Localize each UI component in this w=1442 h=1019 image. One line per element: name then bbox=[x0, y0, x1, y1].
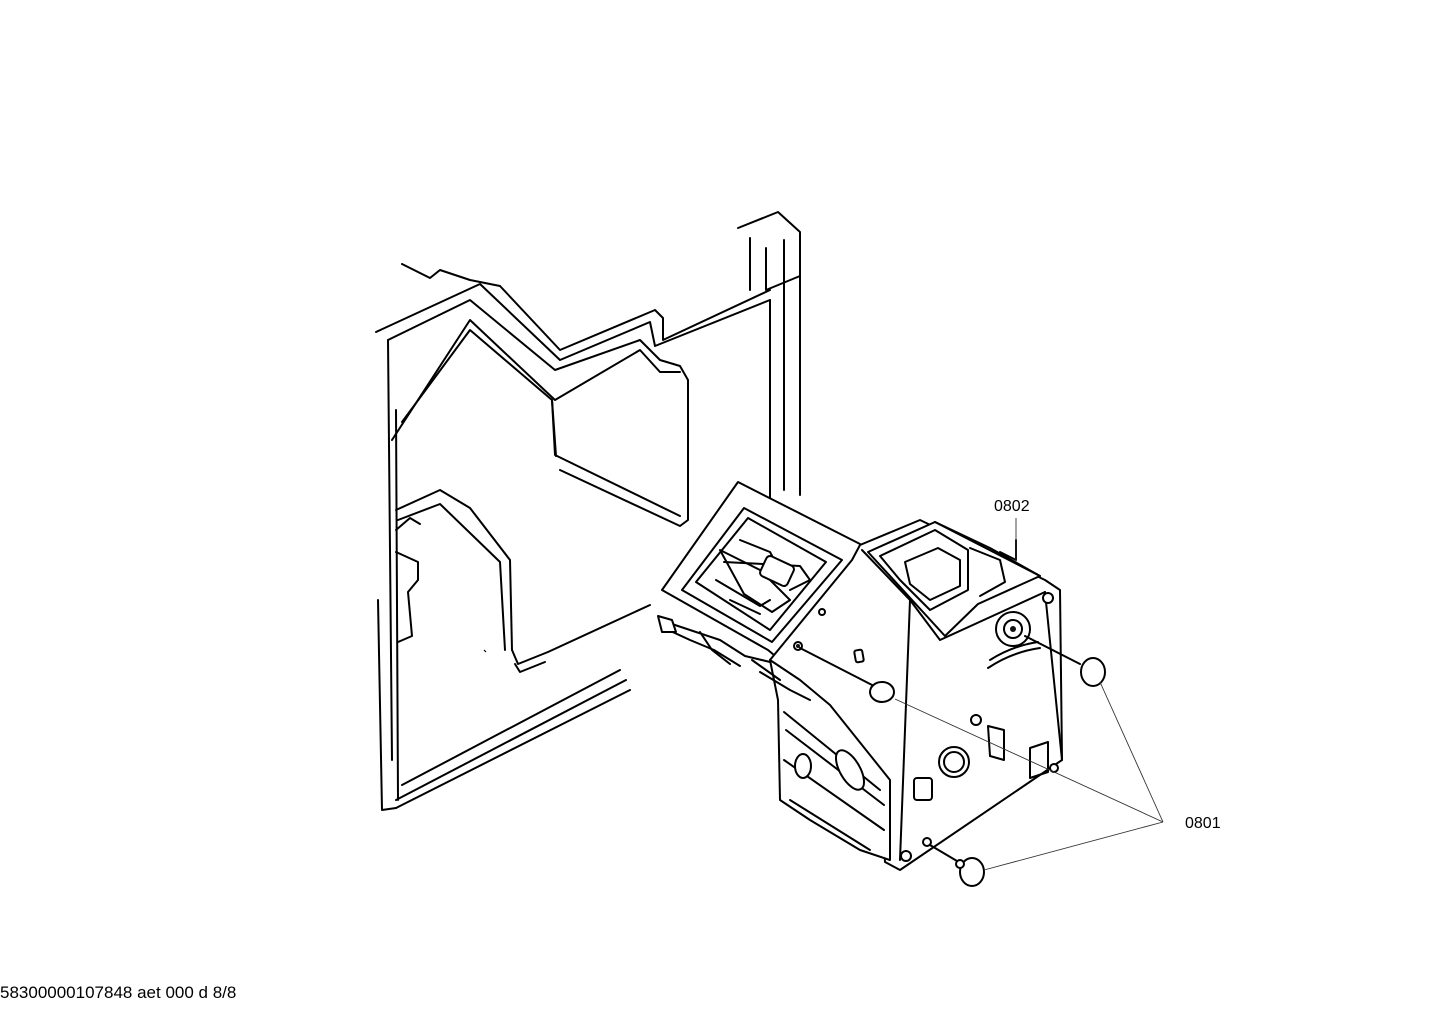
heater-unit bbox=[657, 481, 1063, 871]
housing-frame bbox=[375, 211, 801, 811]
loose-parts bbox=[799, 635, 1106, 887]
callout-label-0802: 0802 bbox=[994, 498, 1030, 515]
leader-lines bbox=[894, 518, 1164, 871]
callout-label-0801: 0801 bbox=[1185, 815, 1221, 832]
document-code: 58300000107848 aet 000 d 8/8 bbox=[0, 983, 237, 1002]
